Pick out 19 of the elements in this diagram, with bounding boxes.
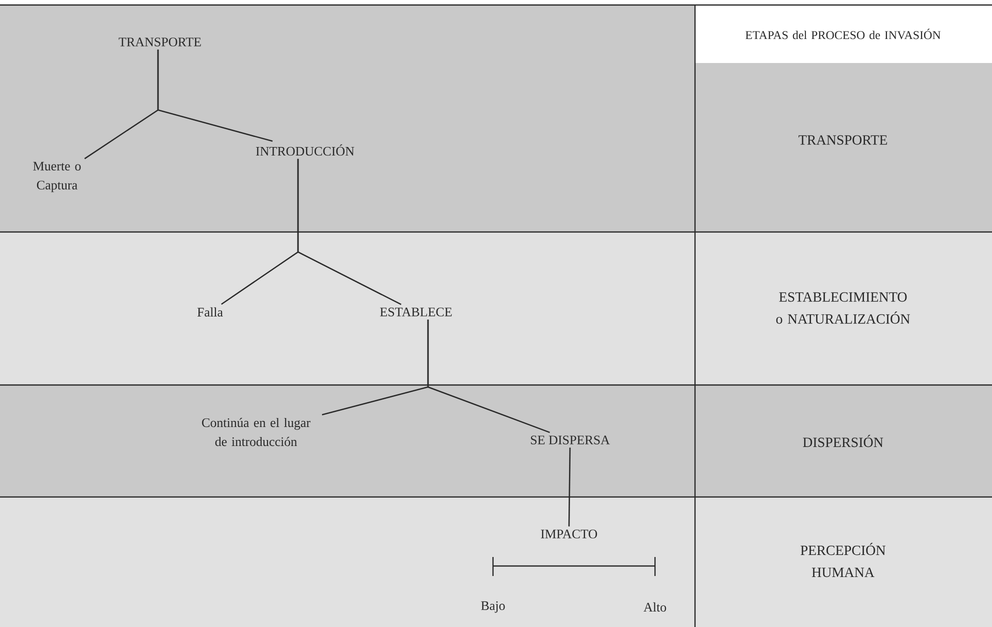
stage-text: ESTABLECE — [380, 308, 452, 316]
connector-line — [568, 448, 571, 526]
stage-text: SE DISPERSA — [530, 436, 610, 444]
connector-line — [427, 320, 550, 434]
stage-text: Falla — [197, 307, 223, 317]
connector-line — [157, 50, 273, 142]
stage-text: Muerte o Captura — [33, 162, 81, 192]
stage-text: INTRODUCCIÓN — [256, 144, 354, 156]
stage-label: DISPERSIÓN — [802, 434, 884, 448]
stage-text: Continúa en el lugar de introducción — [202, 418, 310, 446]
stage-label: TRANSPORTE — [798, 135, 887, 145]
header-cell: ETAPAS del PROCESO de INVASIÓN — [695, 5, 992, 63]
stage-label: ESTABLECIMIENTO o NATURALIZACIÓN — [776, 292, 910, 324]
scale-label: Alto — [644, 602, 666, 612]
stage-label: PERCEPCIÓN HUMANA — [800, 542, 886, 578]
connector-line — [297, 158, 402, 306]
stage-text: IMPACTO — [540, 530, 598, 538]
scale-label: Bajo — [481, 601, 505, 613]
stage-text: TRANSPORTE — [118, 38, 201, 46]
